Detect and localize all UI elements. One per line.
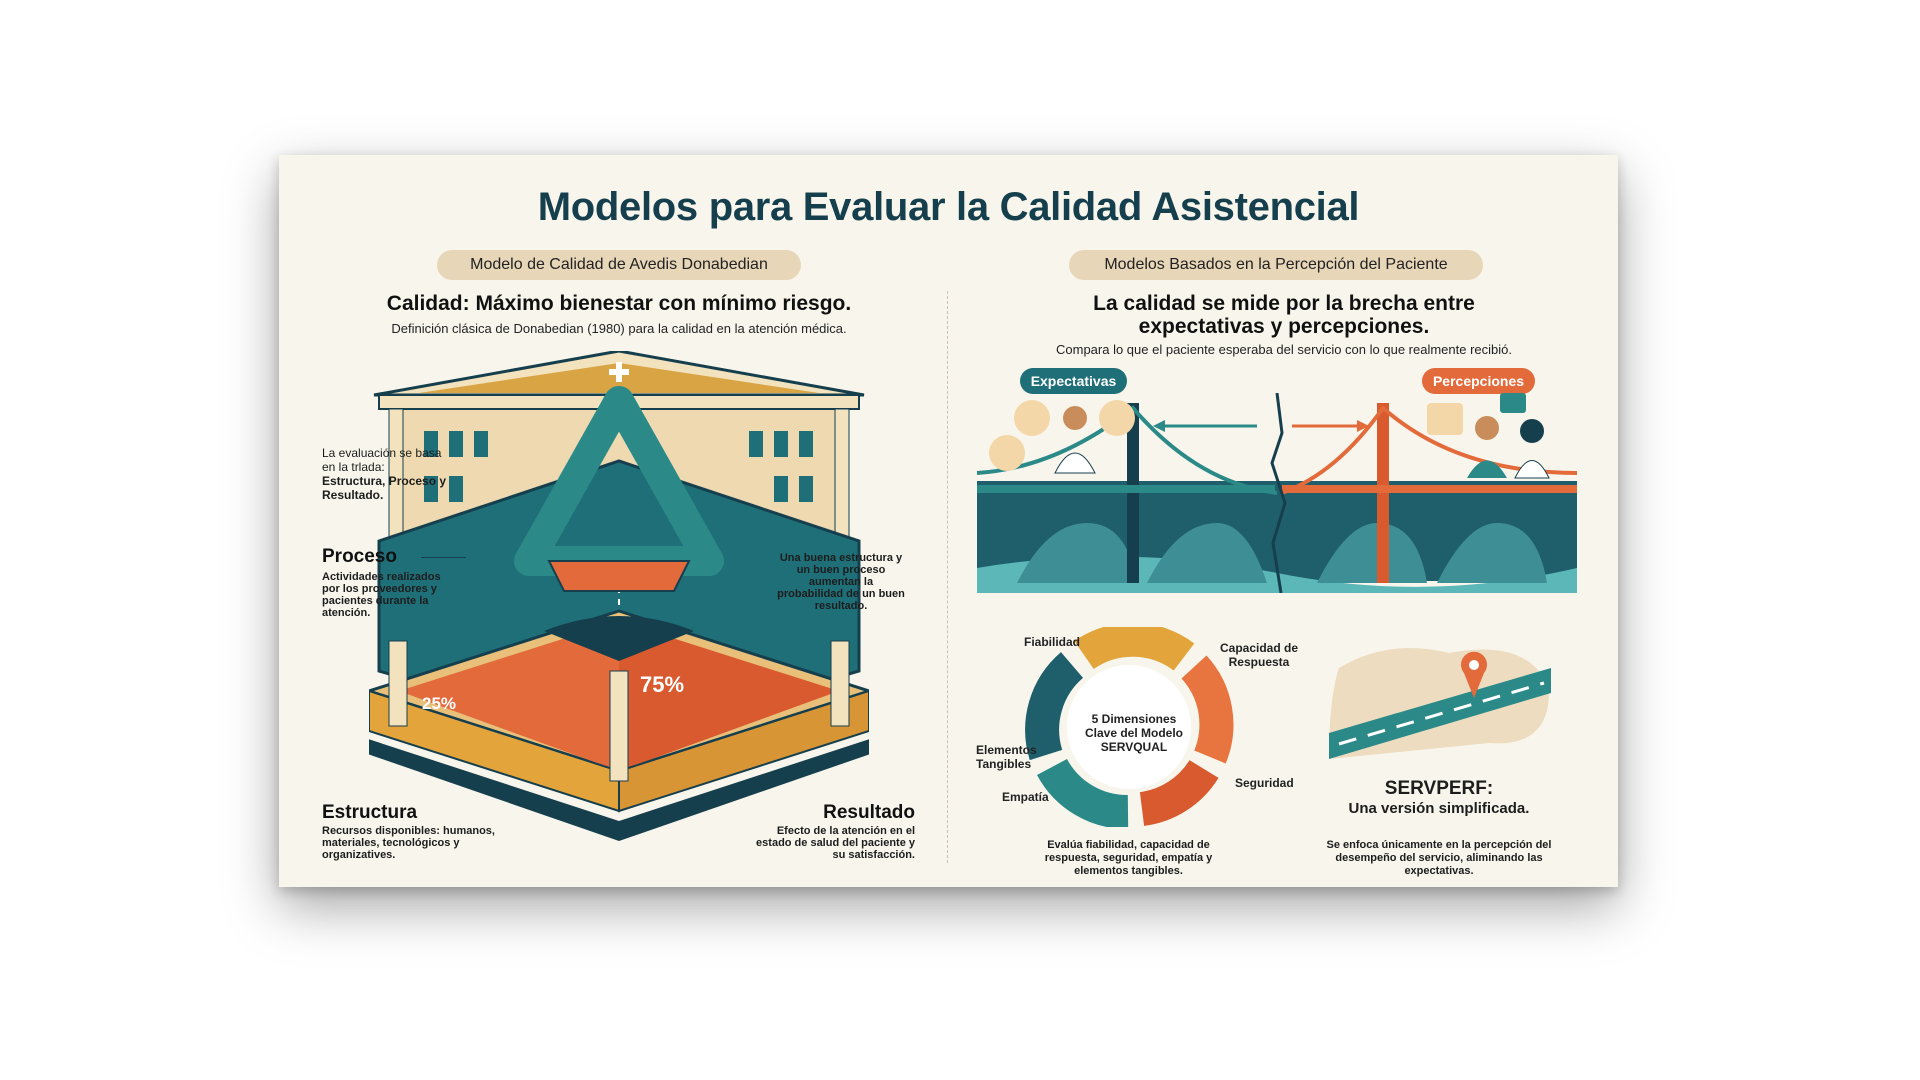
- donabedian-heading: Calidad: Máximo bienestar con mínimo rie…: [386, 292, 852, 315]
- center-line-1: 5 Dimensiones: [1091, 712, 1177, 726]
- triad-bold: Estructura, Proceso y Resultado.: [322, 474, 447, 502]
- dim-seguridad: Seguridad: [1235, 776, 1294, 790]
- infographic-card: Modelos para Evaluar la Calidad Asistenc…: [279, 155, 1618, 887]
- center-line-3: SERVQUAL: [1100, 740, 1168, 754]
- dim-fiabilidad: Fiabilidad: [1024, 635, 1081, 649]
- percepciones-tag: Percepciones: [1422, 368, 1535, 394]
- proceso-leader-line: [421, 557, 466, 558]
- dim-elementos-tangibles: Elementos Tangibles: [976, 743, 1037, 771]
- structure-process-note: Una buena estructura y un buen proceso a…: [777, 552, 905, 612]
- hospital-triad-illustration: [369, 351, 869, 841]
- perception-pill: Modelos Basados en la Percepción del Pac…: [1069, 250, 1483, 280]
- perception-subheading: Compara lo que el paciente esperaba del …: [1056, 342, 1512, 357]
- estructura-desc: Recursos disponibles: humanos, materiale…: [322, 825, 495, 861]
- expectativas-tag: Expectativas: [1020, 368, 1127, 394]
- proceso-title: Proceso: [322, 546, 397, 567]
- servperf-subtitle: Una versión simplificada.: [1348, 800, 1530, 817]
- triad-note: La evaluación se basa en la trlada: Estr…: [322, 446, 447, 502]
- gap-bridge-illustration: [977, 393, 1577, 593]
- dim-capacidad-respuesta: Capacidad de Respuesta: [1219, 641, 1299, 669]
- donabedian-subheading: Definición clásica de Donabedian (1980) …: [391, 321, 847, 336]
- perception-heading-2: expectativas y percepciones.: [1138, 315, 1430, 338]
- proceso-desc: Actividades realizados por los proveedor…: [322, 571, 441, 619]
- servperf-road-illustration: [1329, 648, 1551, 759]
- dim-empatia: Empatía: [1002, 790, 1049, 804]
- perception-heading-1: La calidad se mide por la brecha entre: [1093, 292, 1475, 315]
- center-line-2: Clave del Modelo: [1084, 726, 1184, 740]
- triad-intro: La evaluación se basa en la trlada:: [322, 446, 442, 474]
- resultado-title: Resultado: [823, 802, 915, 823]
- servperf-desc: Se enfoca únicamente en la percepción de…: [1326, 839, 1552, 877]
- servqual-center-label: 5 Dimensiones Clave del Modelo SERVQUAL: [1074, 712, 1194, 754]
- page-title: Modelos para Evaluar la Calidad Asistenc…: [537, 185, 1360, 229]
- percent-75: 75%: [640, 672, 685, 697]
- resultado-desc: Efecto de la atención en el estado de sa…: [756, 825, 915, 861]
- percent-25: 25%: [422, 694, 457, 713]
- servqual-cycle-diagram: [1025, 627, 1234, 827]
- servqual-desc: Evalúa fiabilidad, capacidad de respuest…: [1044, 839, 1213, 877]
- servperf-title: SERVPERF:: [1384, 778, 1494, 799]
- section-divider: [947, 291, 948, 863]
- donabedian-pill: Modelo de Calidad de Avedis Donabedian: [437, 250, 801, 280]
- estructura-title: Estructura: [322, 802, 418, 823]
